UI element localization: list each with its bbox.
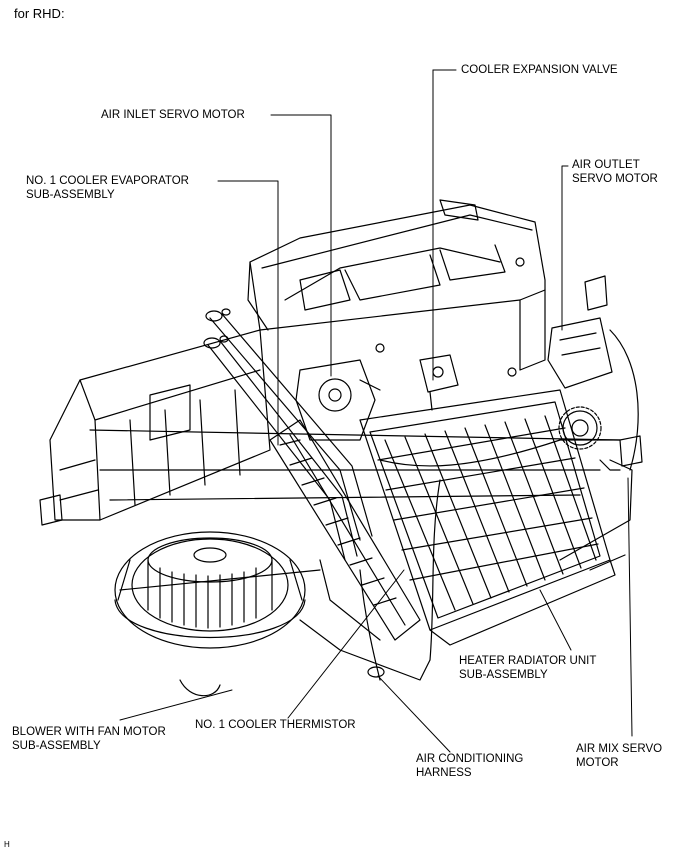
upper-housing (247, 199, 546, 377)
lower-base (179, 459, 633, 697)
leader-lines (119, 69, 633, 753)
label-cooler-thermistor: NO. 1 COOLER THERMISTOR (195, 719, 356, 731)
ac-harness (359, 439, 621, 681)
air-outlet-servo (547, 275, 613, 450)
label-air-outlet-servo-motor: AIR OUTLET SERVO MOTOR (572, 159, 658, 185)
label-evaporator-subassembly: NO. 1 COOLER EVAPORATOR SUB-ASSEMBLY (26, 175, 189, 201)
expansion-valve (419, 354, 459, 411)
support-rods (89, 429, 621, 591)
left-housing (39, 329, 271, 526)
label-ac-harness: AIR CONDITIONING HARNESS (416, 753, 524, 779)
air-inlet-servo (295, 359, 381, 441)
label-air-mix-servo-motor: AIR MIX SERVO MOTOR (576, 743, 663, 769)
label-blower-with-fan-motor: BLOWER WITH FAN MOTOR SUB-ASSEMBLY (12, 726, 166, 752)
page-heading: for RHD: (14, 6, 65, 21)
blower-fan (114, 531, 306, 649)
label-heater-radiator-unit: HEATER RADIATOR UNIT SUB-ASSEMBLY (459, 655, 597, 681)
label-cooler-expansion-valve: COOLER EXPANSION VALVE (461, 64, 618, 76)
heater-radiator-core (359, 389, 616, 646)
label-air-inlet-servo-motor: AIR INLET SERVO MOTOR (101, 109, 245, 121)
figure-code: H (4, 840, 10, 849)
air-mix-servo (599, 329, 643, 471)
